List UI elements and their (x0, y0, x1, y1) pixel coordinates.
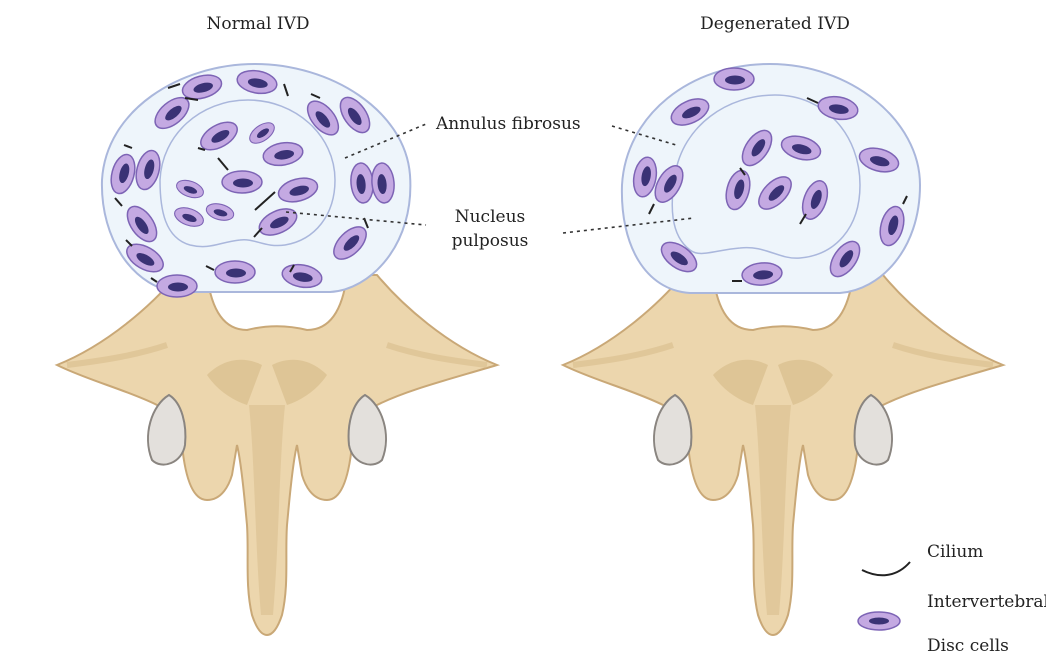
legend-cilium-glyph (862, 562, 910, 575)
legend-cells-label-line2: Disc cells (927, 636, 1009, 656)
label-nucleus-line1: Nucleus (440, 207, 540, 227)
title-degenerated-ivd: Degenerated IVD (690, 14, 860, 34)
legend-cilium-label: Cilium (927, 542, 983, 562)
label-nucleus-line2: pulposus (440, 231, 540, 251)
legend-cells-label-line1: Intervertebral (927, 592, 1046, 612)
title-normal-ivd: Normal IVD (178, 14, 338, 34)
vertebra-degenerated (563, 275, 1003, 635)
legend-cell-glyph (858, 612, 900, 630)
vertebra-normal (57, 275, 497, 635)
label-annulus-fibrosus: Annulus fibrosus (436, 114, 581, 134)
